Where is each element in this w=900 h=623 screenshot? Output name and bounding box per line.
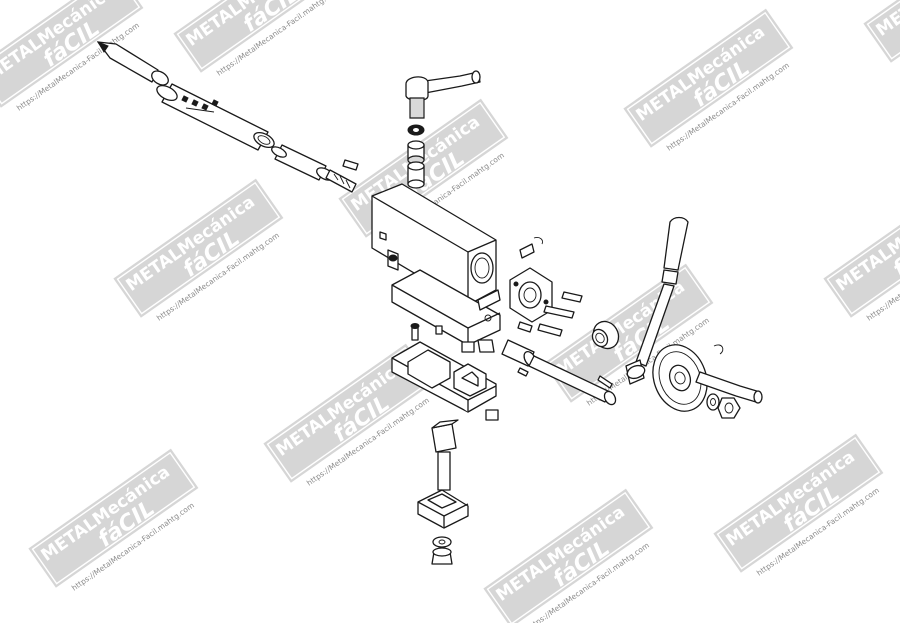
watermark-stamp: METALMecánicafáCILhttps://MetalMecanica-… — [110, 175, 287, 323]
bearing-flange — [509, 237, 583, 337]
watermark-stamp: METALMecánicafáCILhttps://MetalMecanica-… — [170, 0, 347, 78]
loose-pins — [517, 367, 613, 389]
clamp-lever — [405, 70, 481, 119]
handwheel-nut — [706, 393, 741, 419]
tailstock-body — [371, 183, 497, 306]
tailstock-base — [391, 269, 501, 346]
watermark-stamp: METALMecánicafáCILhttps://MetalMecanica-… — [710, 430, 887, 578]
watermark-stamp: METALMecánicafáCILhttps://MetalMecanica-… — [860, 0, 900, 66]
watermark-stamp: METALMecánicafáCILhttps://MetalMecanica-… — [820, 175, 900, 323]
clamp-bolt — [417, 419, 469, 565]
quill-scale-marks — [181, 95, 219, 113]
quill-screw — [271, 144, 359, 193]
base-screws — [410, 323, 495, 353]
screw-bushing — [501, 320, 620, 406]
base-clamp-plate — [391, 341, 499, 421]
tailstock-quill — [156, 83, 275, 151]
hand-crank-lever — [625, 216, 689, 385]
watermark-stamp: METALMecánicafáCILhttps://MetalMecanica-… — [620, 5, 797, 153]
watermark-stamp: METALMecánicafáCILhttps://MetalMecanica-… — [480, 485, 657, 623]
key-pin — [342, 159, 359, 171]
tailstock-center — [96, 40, 169, 86]
watermark-stamp: METALMecánicafáCILhttps://MetalMecanica-… — [25, 445, 202, 593]
handwheel — [652, 344, 763, 412]
